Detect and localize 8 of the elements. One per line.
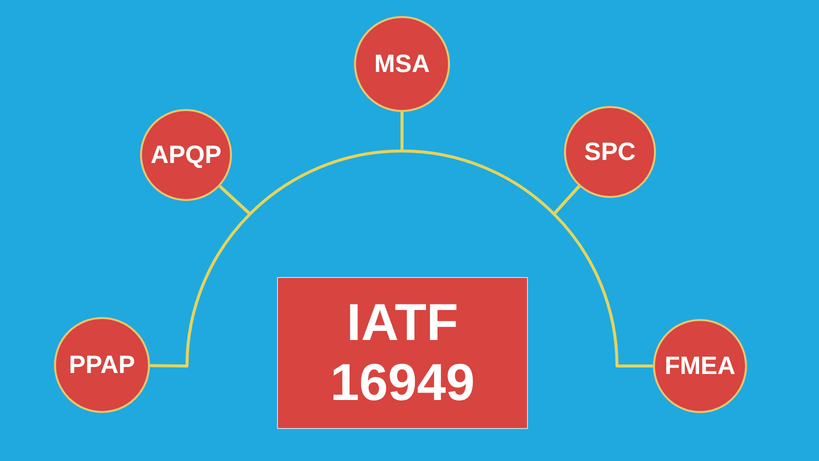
node-label: FMEA	[664, 352, 736, 380]
standard-box	[277, 277, 528, 429]
node-label: PPAP	[68, 350, 136, 380]
node-label: MSA	[374, 50, 430, 78]
connector-line	[552, 185, 653, 368]
node-label: APQP	[150, 140, 222, 170]
node-label: SPC	[584, 138, 636, 166]
box-label: IATF 16949	[329, 293, 476, 413]
